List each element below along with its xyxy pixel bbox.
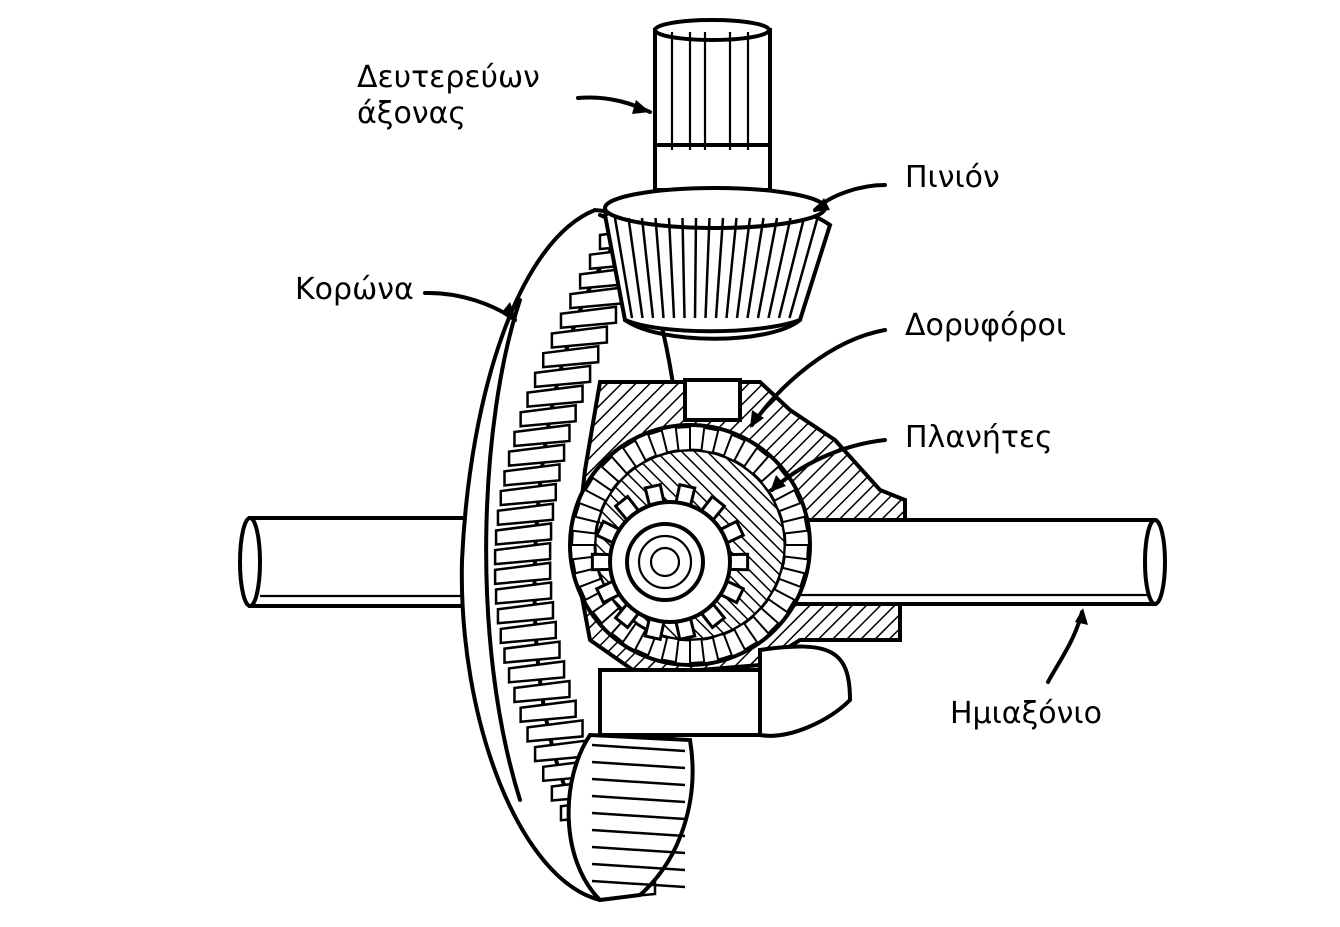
ring-tooth <box>499 482 558 507</box>
lower-tooth <box>591 743 686 753</box>
label-satellites: Δορυφόροι <box>905 308 1066 343</box>
lower-tooth <box>591 760 686 770</box>
lower-tooth <box>591 794 686 804</box>
satellite-tooth <box>742 446 770 476</box>
satellite-tooth <box>689 638 706 665</box>
pinion-tooth <box>627 217 644 319</box>
leader-satellites <box>750 328 887 428</box>
label-half-shaft: Ημιαξόνιο <box>950 696 1102 731</box>
satellite-tooth <box>722 433 747 463</box>
pinion-tooth <box>767 217 792 319</box>
satellite-tooth <box>783 544 810 561</box>
ring-tooth <box>559 305 618 330</box>
satellite-tooth <box>781 515 809 535</box>
secondary-shaft <box>653 18 772 192</box>
ring-tooth <box>513 423 571 448</box>
pinion-tooth <box>756 217 779 319</box>
pinion-tooth <box>640 217 655 319</box>
ring-tooth <box>533 364 592 389</box>
ring-tooth <box>519 403 577 428</box>
lower-tooth <box>591 777 686 787</box>
satellite-tooth <box>621 439 648 469</box>
satellite-tooth <box>777 566 806 589</box>
ring-tooth <box>541 344 600 369</box>
leader-pinion <box>813 183 887 212</box>
pinion-tooth <box>777 217 806 319</box>
satellite-tooth <box>574 501 603 524</box>
satellite-tooth <box>591 597 621 625</box>
lower-tooth <box>591 828 686 838</box>
planet-gear <box>590 482 750 642</box>
half-shaft-left <box>238 516 472 608</box>
leader-planets <box>770 438 887 492</box>
label-pinion: Πινιόν <box>905 160 1000 195</box>
pinion-tooth <box>667 217 676 319</box>
lower-tooth <box>591 845 686 855</box>
satellite-tooth <box>711 632 734 661</box>
lower-tooth <box>591 862 686 872</box>
ring-tooth <box>496 600 555 625</box>
label-ring-gear: Κορώνα <box>295 272 414 307</box>
ring-tooth <box>550 325 609 349</box>
pinion-tooth <box>681 217 686 319</box>
ring-tooth <box>519 699 577 724</box>
pinion-tooth <box>704 217 711 319</box>
pinion-tooth <box>788 217 819 319</box>
satellite-tooth <box>578 577 608 602</box>
ring-tooth <box>526 384 584 408</box>
pinion-tooth <box>693 217 698 319</box>
satellite-tooth <box>751 606 780 635</box>
pinion-gear <box>602 186 833 341</box>
pinion-tooth <box>613 217 634 319</box>
half-shaft-right <box>785 518 1167 606</box>
pinion-tooth <box>654 217 665 319</box>
ring-tooth <box>503 462 561 487</box>
pinion-tooth <box>735 217 752 319</box>
ring-tooth <box>493 541 552 566</box>
satellite-tooth <box>700 426 720 454</box>
ring-tooth <box>493 561 552 586</box>
satellite-tooth <box>646 429 669 458</box>
satellite-tooth <box>570 529 597 546</box>
satellite-tooth <box>766 587 796 614</box>
ring-tooth <box>503 640 561 665</box>
satellite-tooth <box>584 476 614 503</box>
label-secondary-shaft-line2: άξονας <box>357 96 466 131</box>
leader-ring-gear <box>423 290 517 322</box>
satellite-tooth <box>772 488 802 513</box>
lower-tooth <box>591 879 686 889</box>
ring-tooth <box>513 679 571 704</box>
ring-tooth <box>526 719 584 743</box>
label-secondary-shaft-line1: Δευτερεύων <box>357 60 540 95</box>
ring-gear-lower-teeth <box>566 732 695 903</box>
pinion-tooth <box>746 217 765 319</box>
ring-tooth <box>507 443 566 468</box>
satellite-tooth <box>732 621 759 651</box>
satellite-tooth <box>600 455 629 484</box>
ring-tooth <box>499 620 558 645</box>
ring-tooth <box>507 659 566 684</box>
label-planets: Πλανήτες <box>905 420 1053 455</box>
label-secondary-shaft: Δευτερεύων άξονας <box>357 60 540 132</box>
ring-tooth <box>494 522 553 546</box>
ring-tooth <box>496 502 555 527</box>
satellite-tooth <box>674 425 691 452</box>
pinion-tooth <box>714 217 725 319</box>
leader-secondary-shaft <box>576 95 652 114</box>
leader-half-shaft <box>1046 608 1088 684</box>
lower-tooth <box>591 811 686 821</box>
ring-tooth <box>494 581 553 605</box>
satellite-tooth <box>660 636 680 664</box>
pinion-tooth <box>725 217 738 319</box>
